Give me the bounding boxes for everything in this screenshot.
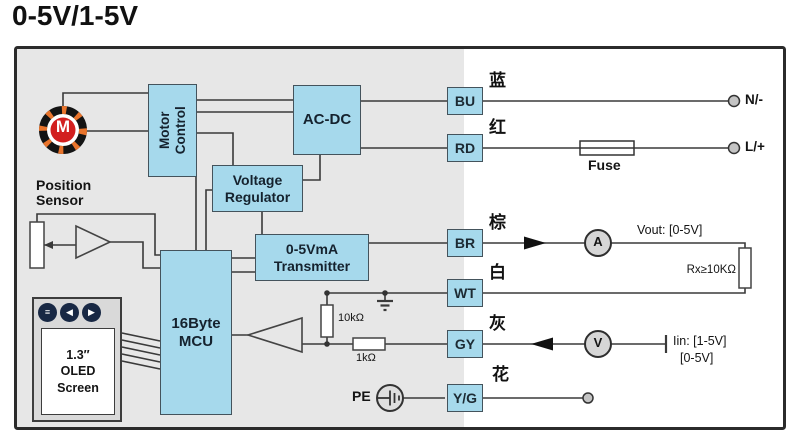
terminal-br: BR bbox=[447, 229, 483, 257]
menu-glyph: ≡ bbox=[44, 307, 51, 317]
voltage-regulator-block: Voltage Regulator bbox=[212, 165, 303, 212]
left-button-icon: ◀ bbox=[60, 303, 79, 322]
wire-color-brown-label: 棕 bbox=[489, 213, 506, 232]
input-buffer-opamp-icon bbox=[245, 316, 303, 354]
wire-color-yg-label: 花 bbox=[492, 365, 509, 384]
pe-ground-symbol bbox=[376, 384, 404, 412]
junction-dots bbox=[324, 290, 388, 347]
motor-icon bbox=[39, 106, 87, 154]
right-glyph: ▶ bbox=[88, 307, 95, 317]
neutral-terminal-label: N/- bbox=[745, 92, 763, 107]
ammeter-letter: A bbox=[593, 234, 603, 249]
terminal-gy: GY bbox=[447, 330, 483, 358]
diagram-border bbox=[14, 46, 786, 430]
motor-letter: M bbox=[55, 117, 71, 136]
terminal-yg: Y/G bbox=[447, 384, 483, 412]
position-sensor-label: Position Sensor bbox=[36, 177, 92, 209]
terminal-bu: BU bbox=[447, 87, 483, 115]
oled-screen: 1.3″ OLED Screen bbox=[41, 328, 115, 415]
right-button-icon: ▶ bbox=[82, 303, 101, 322]
wire-color-red-label: 红 bbox=[489, 118, 506, 137]
signal-in-arrow bbox=[531, 337, 553, 351]
menu-button-icon: ≡ bbox=[38, 303, 57, 322]
fuse-symbol bbox=[579, 140, 635, 156]
resistor-10k-symbol bbox=[320, 304, 334, 338]
rx-load-label: Rx≥10KΩ bbox=[686, 264, 736, 276]
vout-label: Vout: [0-5V] bbox=[637, 223, 703, 237]
motor-control-block: Motor Control bbox=[148, 84, 197, 177]
resistor-1k-label: 1kΩ bbox=[356, 352, 376, 364]
iin-label-line2: [0-5V] bbox=[680, 351, 714, 365]
pe-label: PE bbox=[352, 388, 371, 404]
line-terminal-label: L/+ bbox=[745, 139, 765, 154]
oled-module: ≡ ◀ ▶ 1.3″ OLED Screen bbox=[32, 297, 122, 422]
motor-control-label: Motor Control bbox=[156, 106, 188, 155]
resistor-1k-symbol bbox=[352, 337, 386, 351]
voltmeter-letter: V bbox=[593, 335, 603, 350]
ac-dc-block: AC-DC bbox=[293, 85, 361, 155]
transmitter-block: 0-5VmA Transmitter bbox=[255, 234, 369, 281]
terminal-wt: WT bbox=[447, 279, 483, 307]
line-endpoint bbox=[727, 141, 741, 155]
iin-label-line1: Iin: [1-5V] bbox=[673, 334, 727, 348]
terminal-rd: RD bbox=[447, 134, 483, 162]
rx-load-resistor-symbol bbox=[738, 247, 752, 289]
fuse-label: Fuse bbox=[588, 157, 621, 173]
page-title: 0-5V/1-5V bbox=[12, 0, 139, 31]
neutral-endpoint bbox=[727, 94, 741, 108]
wire-color-gray-label: 灰 bbox=[489, 314, 506, 333]
signal-out-arrow bbox=[524, 236, 546, 250]
resistor-10k-label: 10kΩ bbox=[338, 312, 364, 324]
ammeter-symbol bbox=[584, 229, 612, 257]
left-glyph: ◀ bbox=[66, 307, 73, 317]
wire-color-white-label: 白 bbox=[489, 263, 506, 282]
potentiometer-symbol bbox=[29, 221, 53, 269]
sensor-buffer-opamp-icon bbox=[75, 224, 112, 260]
wire-color-blue-label: 蓝 bbox=[489, 71, 506, 90]
mcu-block: 16Byte MCU bbox=[160, 250, 232, 415]
yg-endpoint bbox=[582, 392, 594, 404]
voltmeter-symbol bbox=[584, 330, 612, 358]
ground-symbol bbox=[377, 299, 393, 312]
